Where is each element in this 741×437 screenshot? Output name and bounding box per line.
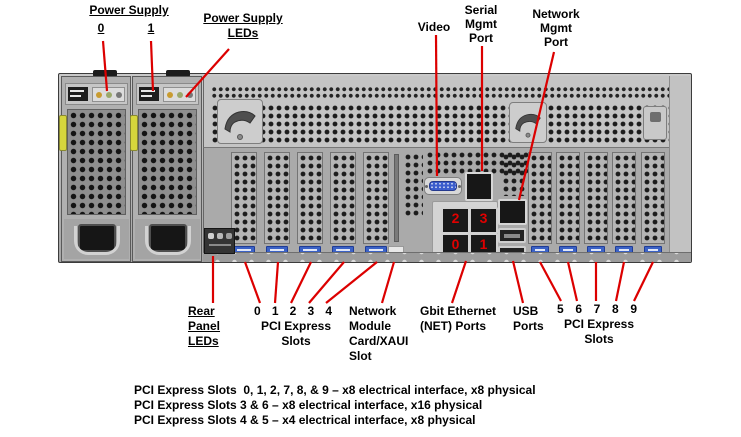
leader-slot-4 xyxy=(325,261,378,304)
callout-pci-right-digits: 5 6 7 8 9 xyxy=(557,302,637,316)
ethernet-port-2: 2 xyxy=(441,207,470,234)
pci-slot-cover-9 xyxy=(641,152,665,244)
ethernet-port-3: 3 xyxy=(469,207,498,234)
pci-slot-cover-5 xyxy=(528,152,552,244)
wire-bail-icon xyxy=(74,226,120,255)
pci-slot-cover-1 xyxy=(264,152,290,244)
callout-power-supply-title: Power Supply xyxy=(89,3,169,17)
psu-led-amber xyxy=(167,92,173,98)
pci-slot-cover-3 xyxy=(330,152,356,244)
leader-slot-5 xyxy=(539,261,562,302)
power-supply-0 xyxy=(59,76,131,262)
psu-latch xyxy=(130,115,138,151)
latch-tab xyxy=(643,106,667,140)
chassis-right-cap xyxy=(669,76,691,262)
footer-note-3: PCI Express Slots 4 & 5 – x4 electrical … xyxy=(134,413,476,427)
callout-pci-left-digits: 0 1 2 3 4 xyxy=(254,304,332,318)
footer-note-1: PCI Express Slots 0, 1, 2, 7, 8, & 9 – x… xyxy=(134,383,536,397)
psu-led-green xyxy=(177,92,183,98)
xaui-slot xyxy=(394,154,399,242)
pci-slot-cover-0 xyxy=(231,152,257,244)
latch-lever-icon xyxy=(224,111,256,140)
psu-led-bezel xyxy=(163,87,196,102)
leader-slot-6 xyxy=(566,261,579,302)
psu-led-green xyxy=(106,92,112,98)
leader-slot-2 xyxy=(290,261,312,304)
psu-ac-section xyxy=(135,219,200,259)
psu-led-off xyxy=(187,92,193,98)
callout-power-supply-leds: Power Supply LEDs xyxy=(203,11,283,40)
latch-handle-panel xyxy=(217,99,263,144)
latch-handle-panel xyxy=(509,102,547,143)
callout-gbit-ethernet: Gbit Ethernet (NET) Ports xyxy=(420,304,497,333)
power-supply-1 xyxy=(130,76,202,262)
ethernet-port-number: 3 xyxy=(479,210,488,226)
pci-slot-cover-4 xyxy=(363,152,389,244)
psu-handle-tab xyxy=(166,70,190,77)
ethernet-port-number: 0 xyxy=(451,236,460,252)
vent-grille xyxy=(501,152,526,196)
psu-status-label xyxy=(68,87,88,101)
footer-note-2: PCI Express Slots 3 & 6 – x8 electrical … xyxy=(134,398,483,412)
chassis-bottom-rail xyxy=(203,252,691,262)
psu-led-strip xyxy=(136,83,199,105)
callout-pci-left-slots: Slots xyxy=(281,334,311,348)
pci-slot-cover-2 xyxy=(297,152,323,244)
callout-pci-right-slots: Slots xyxy=(584,332,614,346)
ethernet-port-number: 2 xyxy=(451,210,460,226)
psu-ac-section xyxy=(64,219,129,259)
network-mgmt-port xyxy=(498,199,527,225)
callout-power-supply: Power Supply xyxy=(86,3,172,18)
ethernet-port-number: 1 xyxy=(479,236,488,252)
callout-power-supply-0: 0 xyxy=(97,21,105,35)
callout-network-module: Network Module Card/XAUI Slot xyxy=(349,304,409,363)
callout-rear-panel-leds: Rear Panel LEDs xyxy=(188,304,221,348)
psu-vent-grille xyxy=(138,109,197,215)
callout-pci-left-title: PCI Express xyxy=(260,319,332,333)
footer-notes: PCI Express Slots 0, 1, 2, 7, 8, & 9 – x… xyxy=(134,383,536,428)
leader-slot-9 xyxy=(633,261,654,302)
vent-hole-rows xyxy=(210,85,686,99)
pci-slot-cover-7 xyxy=(584,152,608,244)
serial-mgmt-port xyxy=(465,172,493,201)
psu-vent-grille xyxy=(67,109,126,215)
leader-slot-0 xyxy=(243,261,262,304)
psu-led-bezel xyxy=(92,87,125,102)
usb-port-top xyxy=(498,228,526,243)
pci-slot-cover-6 xyxy=(556,152,580,244)
leader-slot-1 xyxy=(273,261,280,304)
vent-grille xyxy=(403,152,423,216)
top-vent-band xyxy=(203,76,691,148)
latch-lever-icon xyxy=(515,113,541,138)
psu-led-strip xyxy=(65,83,128,105)
vga-video-port xyxy=(424,177,462,195)
leader-slot-3 xyxy=(308,261,345,304)
callout-serial-mgmt: Serial Mgmt Port xyxy=(464,3,498,45)
callout-usb: USB Ports xyxy=(513,304,544,333)
psu-led-off xyxy=(116,92,122,98)
leader-network-module xyxy=(380,261,396,304)
vent-grille xyxy=(210,103,686,145)
psu-status-label xyxy=(139,87,159,101)
callout-power-supply-1: 1 xyxy=(147,21,155,35)
leader-slot-8 xyxy=(614,261,626,302)
callout-video: Video xyxy=(417,20,451,34)
callout-network-mgmt: Network Mgmt Port xyxy=(532,7,580,49)
rear-panel-led-block xyxy=(204,228,235,254)
wire-bail-icon xyxy=(145,226,191,255)
leader-usb xyxy=(511,260,525,304)
pci-slot-cover-8 xyxy=(612,152,636,244)
callout-pci-right-title: PCI Express xyxy=(563,317,635,331)
leader-gbit-ethernet xyxy=(450,260,468,304)
psu-latch xyxy=(59,115,67,151)
psu-led-amber xyxy=(96,92,102,98)
